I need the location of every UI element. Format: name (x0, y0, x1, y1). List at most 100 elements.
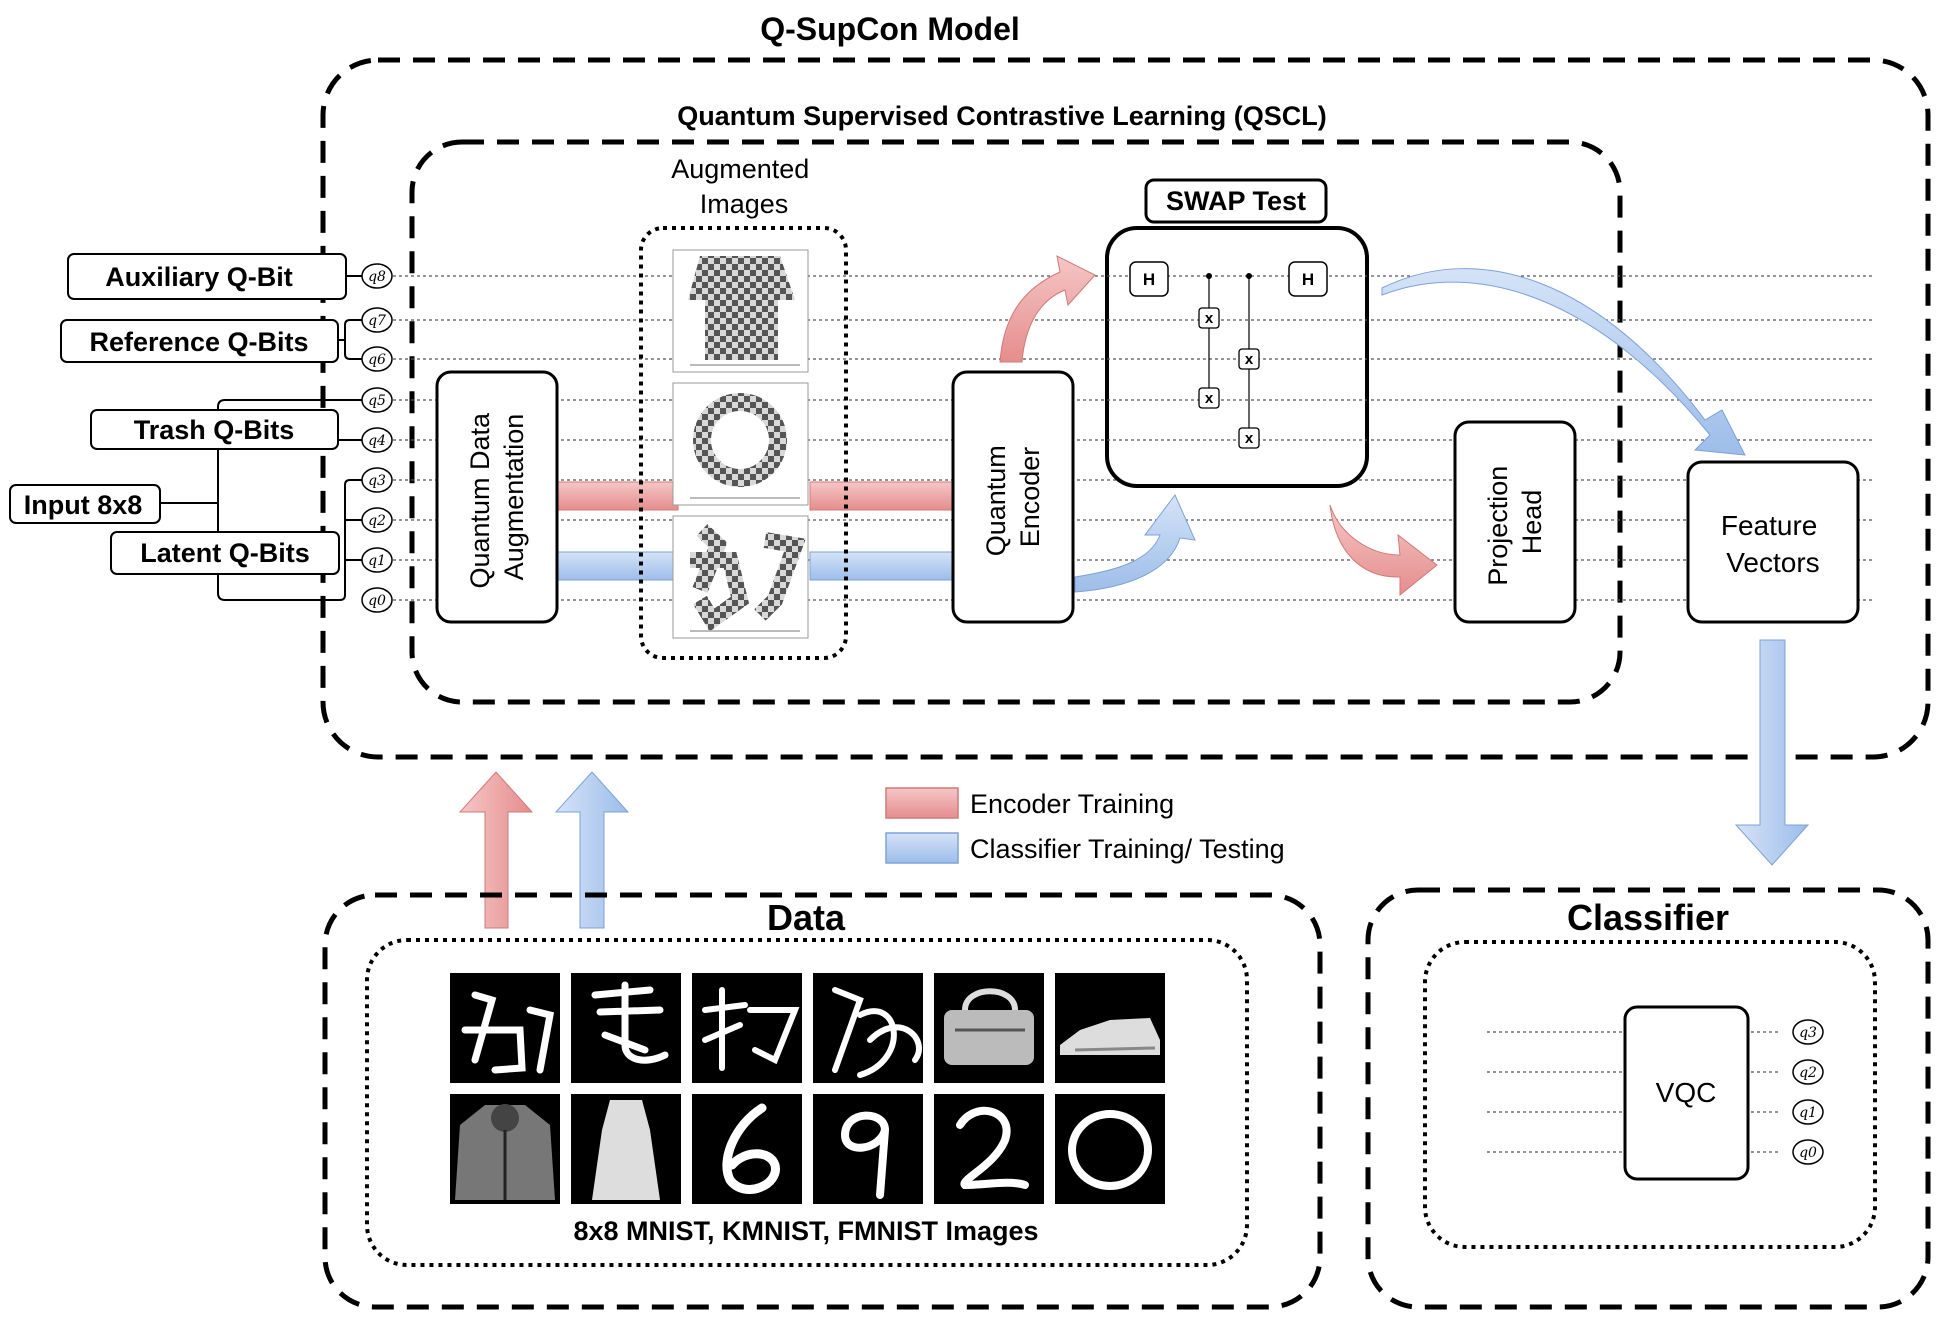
latent-qubits-label: Latent Q-Bits (110, 531, 340, 575)
svg-text:q4: q4 (368, 433, 386, 449)
h-gate-right: H (1288, 261, 1328, 297)
svg-text:Projection Head: Projection Head (1483, 458, 1547, 586)
data-to-model-blue-arrow (554, 771, 630, 929)
sample-kmnist-2 (571, 973, 681, 1083)
svg-text:Quantum Encoder: Quantum Encoder (981, 438, 1045, 557)
sample-kmnist-1 (450, 973, 560, 1083)
sample-mnist-2 (934, 1094, 1044, 1204)
svg-text:q2: q2 (1799, 1065, 1817, 1081)
sample-mnist-0 (1055, 1094, 1165, 1204)
classifier-title: Classifier (1567, 897, 1729, 938)
svg-text:q3: q3 (368, 473, 386, 489)
qubit-q5: q5 (361, 387, 393, 413)
svg-text:Feature Vectors: Feature Vectors (1721, 510, 1825, 578)
qubit-q8: q8 (361, 263, 393, 289)
classifier-qubit-q0: q0 (1792, 1139, 1824, 1165)
svg-text:q1: q1 (1799, 1105, 1817, 1121)
svg-text:x: x (1205, 310, 1214, 327)
data-images-frame (365, 938, 1249, 1267)
augmented-image-shirt (672, 249, 809, 373)
data-panel (322, 892, 1323, 1310)
reference-qubits-label: Reference Q-Bits (60, 319, 339, 363)
data-title: Data (767, 897, 846, 938)
svg-text:Input 8x8: Input 8x8 (24, 490, 143, 520)
qscl-boundary (409, 139, 1623, 705)
dataset-sample-grid (450, 973, 1165, 1204)
sample-fmnist-dress (571, 1094, 681, 1204)
svg-text:SWAP Test: SWAP Test (1166, 186, 1306, 216)
sample-kmnist-4 (813, 973, 923, 1083)
encoder-training-flow (557, 481, 956, 511)
svg-text:q2: q2 (368, 513, 386, 529)
sample-fmnist-jacket (450, 1094, 560, 1204)
classifier-qubit-markers: q3 q2 q1 q0 (1792, 1019, 1824, 1165)
svg-text:x: x (1245, 351, 1254, 368)
swap-to-features-blue-arrow (1381, 268, 1746, 456)
qubit-q2: q2 (361, 507, 393, 533)
svg-text:Quantum Data Augmentatio: Quantum Data Augmentation (465, 405, 529, 588)
quantum-data-augmentation-block: Quantum Data Augmentation (435, 370, 559, 624)
h-gate-left: H (1129, 261, 1169, 297)
svg-text:q6: q6 (368, 352, 386, 368)
features-to-classifier-blue-arrow (1734, 639, 1810, 866)
qubit-q1: q1 (361, 547, 393, 573)
data-to-model-red-arrow (458, 771, 534, 929)
swap-gate-2b: x (1238, 427, 1260, 449)
augmented-images-frame (639, 226, 848, 660)
svg-text:x: x (1205, 390, 1214, 407)
svg-text:Classifier Training/ Testing: Classifier Training/ Testing (970, 834, 1285, 864)
svg-text:Trash Q-Bits: Trash Q-Bits (134, 415, 295, 445)
qubit-label-brackets (160, 275, 362, 601)
sample-mnist-6 (692, 1094, 802, 1204)
legend-encoder-training: Encoder Training (885, 787, 1174, 819)
svg-text:x: x (1245, 430, 1254, 447)
svg-text:Latent Q-Bits: Latent Q-Bits (140, 538, 310, 568)
swap-to-projection-red-arrow (1329, 504, 1438, 597)
quantum-encoder-block: Quantum Encoder (951, 370, 1075, 624)
swap-gate-1b: x (1198, 387, 1220, 409)
svg-text:q7: q7 (368, 313, 386, 329)
legend: Encoder Training Classifier Training/ Te… (885, 787, 1285, 864)
svg-text:Auxiliary Q-Bit: Auxiliary Q-Bit (105, 262, 293, 292)
encoder-to-swap-red-arrow (999, 255, 1096, 363)
qubit-q6: q6 (361, 346, 393, 372)
svg-text:q0: q0 (1799, 1145, 1817, 1161)
vqc-block: VQC (1623, 1005, 1750, 1181)
sample-mnist-9 (813, 1094, 923, 1204)
sample-kmnist-3 (692, 973, 802, 1083)
legend-classifier-training: Classifier Training/ Testing (885, 832, 1285, 864)
classifier-panel (1365, 887, 1931, 1310)
model-title: Q-SupCon Model (760, 11, 1020, 47)
svg-text:q8: q8 (368, 269, 386, 285)
auxiliary-qubit-label: Auxiliary Q-Bit (67, 253, 347, 300)
sample-fmnist-bag (934, 973, 1044, 1083)
qubit-markers: q8 q7 q6 q5 q4 q3 q2 q1 q0 (361, 263, 393, 613)
model-boundary (320, 57, 1931, 760)
trash-qubits-label: Trash Q-Bits (90, 409, 339, 450)
swap-test-label: SWAP Test (1144, 178, 1328, 224)
svg-text:q5: q5 (368, 393, 386, 409)
svg-text:q0: q0 (368, 593, 386, 609)
svg-text:H: H (1143, 270, 1155, 289)
data-caption: 8x8 MNIST, KMNIST, FMNIST Images (573, 1216, 1038, 1246)
feature-vectors-block: Feature Vectors (1686, 460, 1860, 624)
svg-text:q1: q1 (368, 553, 386, 569)
projection-head-block: Projection Head (1453, 420, 1577, 624)
augmented-images-label: Augmented Images (671, 154, 817, 219)
svg-text:VQC: VQC (1656, 1077, 1717, 1108)
classifier-qubit-q3: q3 (1792, 1019, 1824, 1045)
svg-text:q3: q3 (1799, 1025, 1817, 1041)
input-8x8-label: Input 8x8 (9, 484, 161, 524)
qubit-q3: q3 (361, 467, 393, 493)
classifier-qubit-q1: q1 (1792, 1099, 1824, 1125)
qubit-q0: q0 (361, 587, 393, 613)
svg-text:Encoder Training: Encoder Training (970, 789, 1174, 819)
encoder-to-swap-blue-arrow (1074, 494, 1196, 593)
sample-fmnist-sneaker (1055, 973, 1165, 1083)
swap-gate-1a: x (1198, 307, 1220, 329)
qubit-q4: q4 (361, 427, 393, 453)
classifier-qubit-q2: q2 (1792, 1059, 1824, 1085)
svg-text:H: H (1302, 270, 1314, 289)
qubit-q7: q7 (361, 307, 393, 333)
swap-test-circuit: H H x x x x (1105, 226, 1369, 488)
